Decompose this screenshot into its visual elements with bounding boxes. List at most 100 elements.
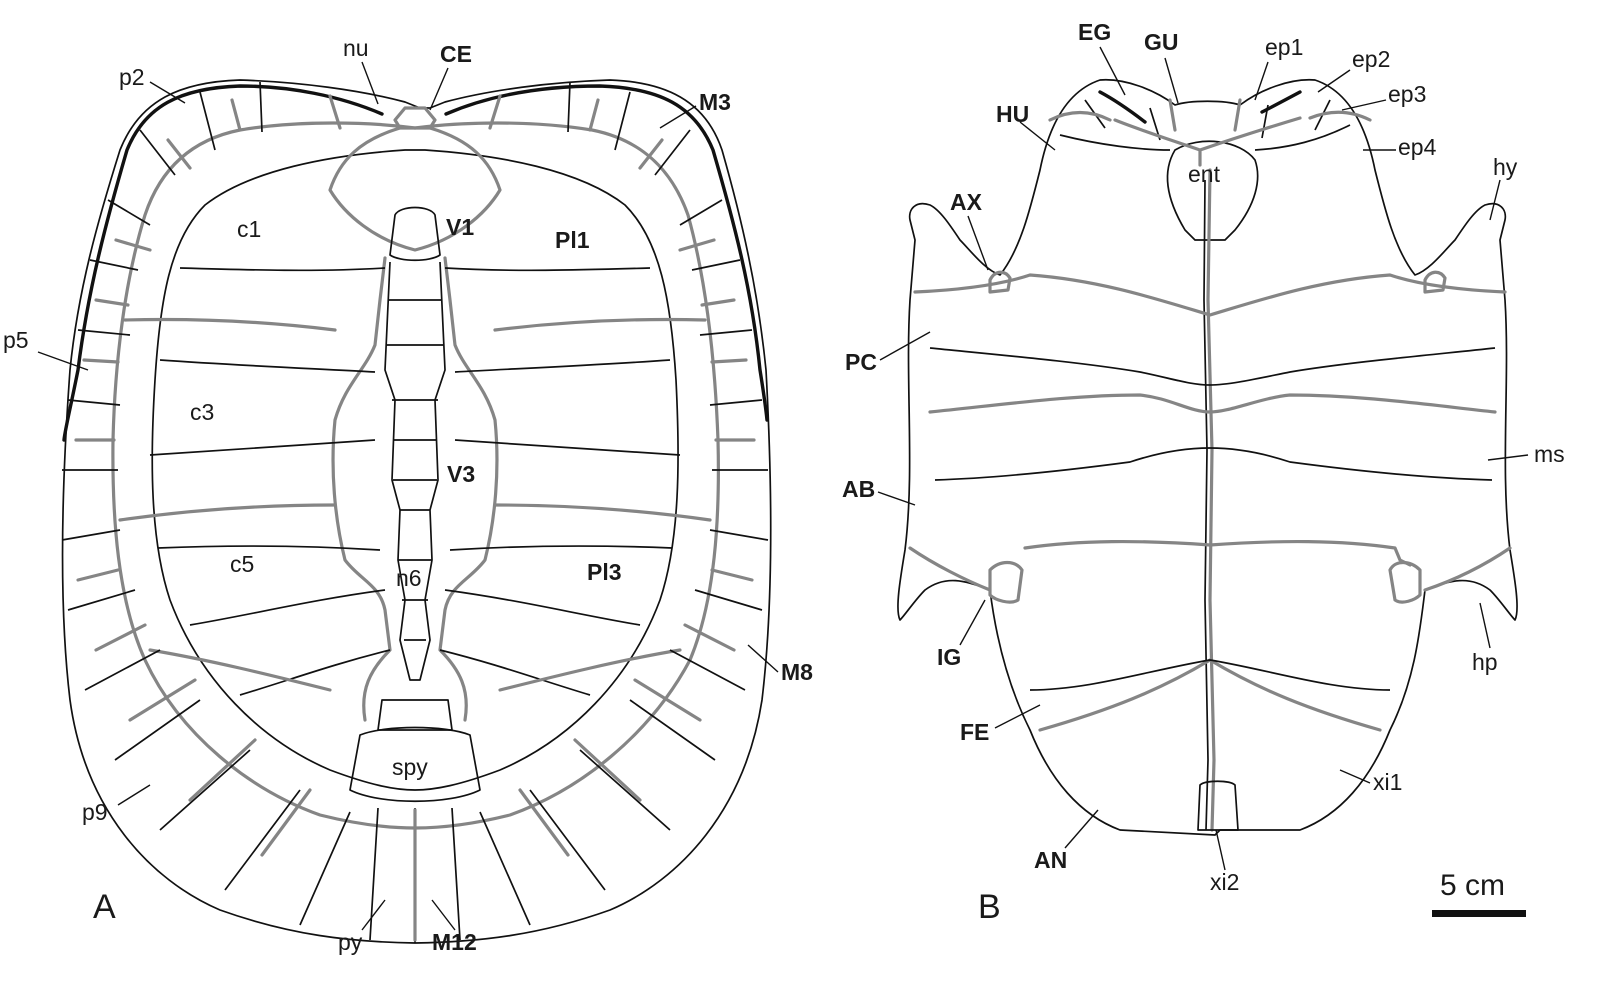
label-pl3: Pl3: [587, 559, 622, 585]
carapace-drawing: [61, 79, 772, 944]
leader-ep3: [1341, 99, 1387, 111]
label-hp: hp: [1472, 649, 1498, 675]
leader-pc: [879, 331, 931, 361]
hypo-xiphiplastron-suture: [1029, 659, 1391, 691]
leader-hy: [1489, 179, 1501, 221]
humeral-sulci: [1048, 110, 1372, 122]
leader-m8: [747, 644, 779, 673]
label-py: py: [338, 929, 363, 955]
panel-label-b: B: [978, 888, 1001, 926]
leader-xi1: [1339, 769, 1371, 784]
leader-hu: [1019, 121, 1056, 151]
label-ep2: ep2: [1352, 46, 1390, 72]
label-ep4: ep4: [1398, 134, 1437, 160]
marginal-ring: [111, 121, 720, 830]
neural-sutures: [386, 299, 444, 641]
inguinal-scute-right: [1388, 546, 1512, 604]
leader-m3: [659, 105, 697, 129]
costal-sutures-right: [439, 267, 681, 696]
neural-series: [384, 261, 446, 681]
label-c1: c1: [237, 216, 261, 242]
leader-p5: [37, 351, 89, 371]
femoro-anal-sulcus: [1038, 658, 1382, 732]
xiphiplastron-2: [1197, 780, 1239, 831]
leader-xi2: [1215, 829, 1226, 871]
label-p9: p9: [82, 799, 108, 825]
leader-ax: [967, 215, 989, 271]
label-ep3: ep3: [1388, 81, 1426, 107]
plastron-outline: [897, 78, 1518, 836]
label-nu: nu: [343, 35, 369, 61]
humero-pectoral-sulcus: [913, 273, 1507, 317]
label-eg: EG: [1078, 19, 1111, 45]
entoplastron: [1166, 140, 1259, 241]
hyoplastron-suture: [929, 347, 1496, 386]
label-ce: CE: [440, 41, 472, 67]
label-hu: HU: [996, 101, 1029, 127]
suprapygal: [349, 726, 481, 803]
label-an: AN: [1034, 847, 1067, 873]
leader-p2: [149, 81, 186, 104]
vertebral-1: [328, 126, 502, 252]
axillary-scute-right: [1423, 270, 1447, 294]
leader-ep2: [1317, 69, 1351, 93]
leader-an: [1064, 809, 1099, 849]
leader-ig: [959, 599, 986, 646]
label-ax: AX: [950, 189, 983, 215]
costal-inner-boundary: [151, 149, 679, 791]
label-xi1: xi1: [1373, 769, 1402, 795]
pleural-sulci-right: [493, 317, 712, 692]
label-pc: PC: [845, 349, 877, 375]
label-ent: ent: [1188, 161, 1221, 187]
leader-gu: [1164, 57, 1179, 104]
epiplastral-lip-left: [1098, 90, 1147, 124]
label-ig: IG: [937, 644, 961, 670]
marginal-sulci-right: [488, 94, 756, 857]
label-hy: hy: [1493, 154, 1518, 180]
label-m12: M12: [432, 929, 477, 955]
label-v1: V1: [446, 214, 474, 240]
neural-1: [389, 206, 441, 262]
vertebral-column-left: [331, 256, 392, 722]
leader-ms: [1487, 454, 1529, 461]
scale-bar-line: [1432, 910, 1526, 917]
pectoro-abdominal-sulcus: [928, 393, 1497, 414]
epiplastral-lip-right: [1260, 90, 1302, 114]
leader-ep1: [1254, 61, 1269, 101]
abdomino-femoral-sulcus: [1023, 539, 1412, 567]
anterior-rim-right: [444, 84, 769, 422]
midline-sulcus: [1206, 168, 1216, 832]
scale-bar-label: 5 cm: [1440, 869, 1505, 902]
label-m3: M3: [699, 89, 731, 115]
label-ms: ms: [1534, 441, 1565, 467]
label-v3: V3: [447, 461, 475, 487]
marginal-sutures-left: [61, 81, 351, 926]
label-ep1: ep1: [1265, 34, 1303, 60]
anterior-rim-left: [62, 84, 384, 442]
marginal-sutures-right: [479, 81, 769, 926]
plastron-drawing: [897, 78, 1518, 836]
label-c3: c3: [190, 399, 214, 425]
inguinal-scute-left: [908, 546, 1024, 604]
leader-nu: [361, 61, 379, 105]
label-ab: AB: [842, 476, 875, 502]
marginal-sulci-left: [74, 94, 342, 857]
label-n6: n6: [396, 565, 422, 591]
leader-fe: [994, 704, 1041, 729]
scale-bar: 5 cm: [1432, 869, 1526, 917]
epiplastron-sutures: [1059, 99, 1351, 151]
label-p2: p2: [119, 64, 145, 90]
gular-sulci: [1113, 98, 1302, 167]
label-xi2: xi2: [1210, 869, 1239, 895]
label-spy: spy: [392, 754, 428, 780]
mesoplastron-suture: [934, 447, 1493, 481]
leader-eg: [1099, 46, 1126, 96]
leader-py: [361, 899, 386, 931]
label-pl1: Pl1: [555, 227, 590, 253]
leader-ab: [877, 491, 916, 506]
label-c5: c5: [230, 551, 254, 577]
label-gu: GU: [1144, 29, 1179, 55]
plastron-labels: EG GU ep1 ep2 ep3 ep4 HU ent hy AX PC ms…: [842, 19, 1565, 895]
costal-sutures-left: [149, 267, 391, 696]
